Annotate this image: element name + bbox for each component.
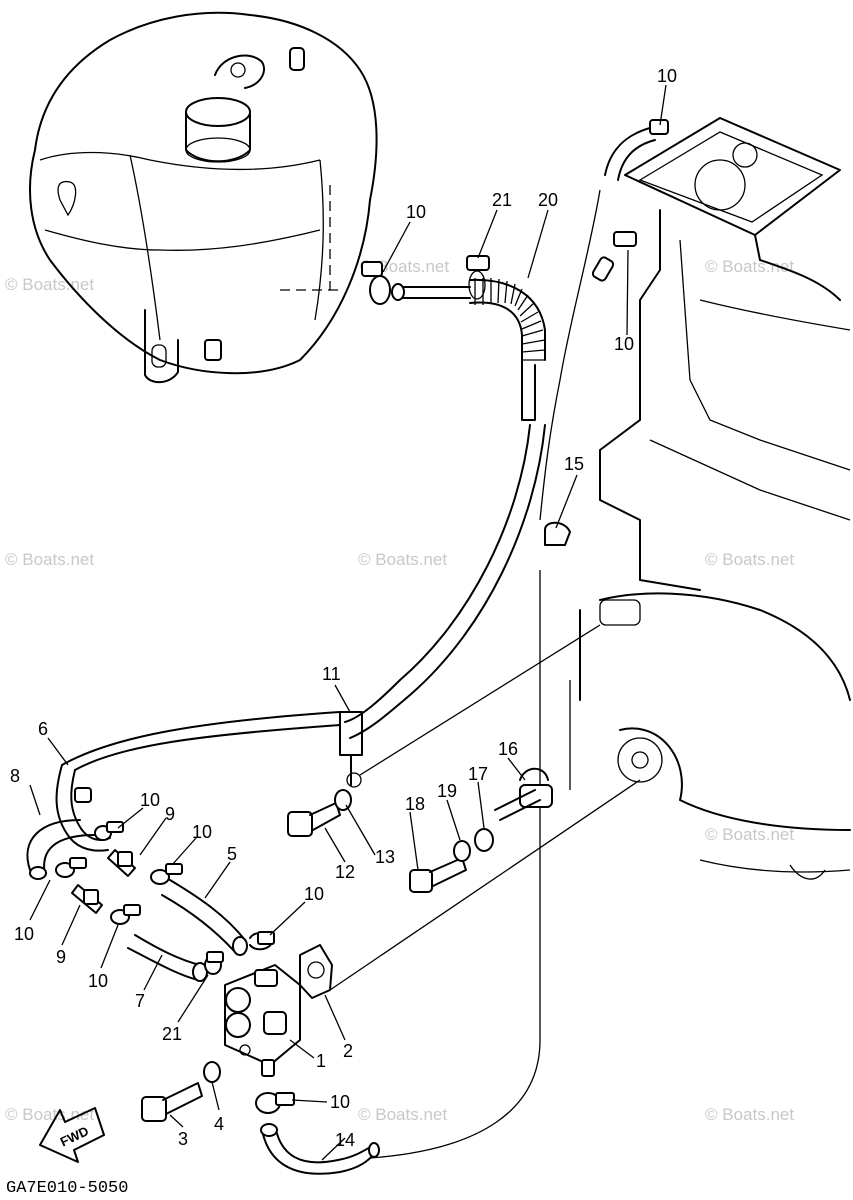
callout-10: 10 [88,971,108,991]
callout-2: 2 [343,1041,353,1061]
callout-15: 15 [564,454,584,474]
hose-clamp-10-tank [361,261,391,305]
long-oil-hose [344,424,546,739]
callout-21: 21 [492,190,512,210]
callout-10: 10 [14,924,34,944]
hose-clamp-10-left-lower [55,857,87,878]
callout-5: 5 [227,844,237,864]
watermark: © Boats.net [358,550,447,569]
hose-clamp-21-pump [204,951,224,975]
watermark: © Boats.net [358,1105,447,1124]
callout-19: 19 [437,781,457,801]
callout-10: 10 [140,790,160,810]
hose-clamp-10-left-upper [94,821,124,841]
hose-14 [260,1123,380,1175]
watermarks: © Boats.net © Boats.net © Boats.net © Bo… [5,257,794,1124]
leader-lines [329,570,641,1159]
callout-18: 18 [405,794,425,814]
washer-19 [453,840,471,862]
hose-clamp-10-mid [150,863,183,885]
engine-block [579,117,851,880]
callout-12: 12 [335,862,355,882]
watermark: © Boats.net [5,275,94,294]
watermark: © Boats.net [705,825,794,844]
watermark: © Boats.net [705,1105,794,1124]
hose-clamp-10-lower-mid [110,904,141,925]
collar-17 [474,828,494,852]
breather-hose [391,278,546,421]
callout-1: 1 [316,1051,326,1071]
hose-clamp-16 [494,767,553,821]
callout-9: 9 [165,804,175,824]
callout-21: 21 [162,1024,182,1044]
hose-7 [127,934,208,982]
callout-6: 6 [38,719,48,739]
watermark: © Boats.net [5,550,94,569]
callout-10: 10 [304,884,324,904]
hose-clamp-10-bottom [255,1092,295,1114]
callout-leaders [29,84,667,1161]
callout-10: 10 [192,822,212,842]
callout-16: 16 [498,739,518,759]
callout-7: 7 [135,991,145,1011]
hose-clamp-21-tank [466,255,490,300]
oil-pump [224,964,301,1077]
hose-clip-15 [544,521,571,546]
watermark: © Boats.net [705,257,794,276]
callout-10: 10 [614,334,634,354]
callout-20: 20 [538,190,558,210]
check-valve-9-lower [71,884,103,914]
callout-4: 4 [214,1114,224,1134]
clamp-11 [339,711,363,788]
callout-17: 17 [468,764,488,784]
callout-10: 10 [330,1092,350,1112]
check-valve-9-upper [107,849,136,877]
carb-side-clamps [591,231,637,282]
callout-labels: 10 21 20 10 10 15 11 6 8 10 9 10 5 12 13… [10,66,677,1150]
callout-8: 8 [10,766,20,786]
callout-10: 10 [657,66,677,86]
watermark: © Boats.net [705,550,794,569]
bolt-18 [409,857,467,893]
hose-5 [161,879,248,956]
callout-9: 9 [56,947,66,967]
callout-14: 14 [335,1130,355,1150]
oil-tank [29,11,378,384]
bolt-12 [287,802,341,837]
bolt-3 [141,1082,203,1122]
washer-4 [203,1061,221,1083]
callout-10: 10 [406,202,426,222]
callout-3: 3 [178,1129,188,1149]
carb-hose [539,119,669,521]
callout-11: 11 [322,664,341,684]
hose-8 [26,819,96,880]
washer-13 [334,789,352,811]
fwd-label: FWD [58,1123,91,1149]
diagram-code: GA7E010-5050 [6,1179,128,1198]
gasket-2 [299,944,333,999]
callout-13: 13 [375,847,395,867]
